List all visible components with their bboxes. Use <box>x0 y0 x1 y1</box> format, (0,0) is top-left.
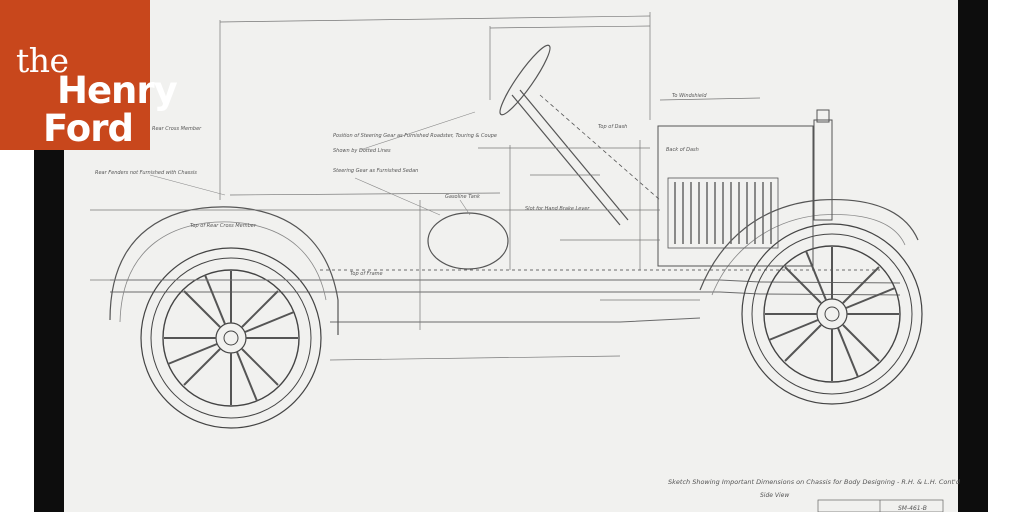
chassis-frame <box>110 269 901 323</box>
logo-text-henry: Henry <box>57 69 178 112</box>
rear-wheel <box>140 247 322 429</box>
note-to-windshield: To Windshield <box>672 93 707 99</box>
right-scan-border <box>958 0 988 512</box>
front-fender <box>699 198 919 291</box>
note-rear-cross-member: Rear Cross Member <box>152 126 202 132</box>
logo-text-the: the <box>16 41 69 80</box>
dimension-lines <box>90 12 761 361</box>
note-back-of-dash: Back of Dash <box>666 147 699 153</box>
left-scan-border <box>34 150 64 512</box>
front-wheel <box>741 223 923 405</box>
drawing-subtitle: Side View <box>760 492 789 499</box>
note-steering-sedan: Steering Gear as Furnished Sedan <box>333 168 418 174</box>
drawing-title: Sketch Showing Important Dimensions on C… <box>668 478 961 486</box>
note-rear-fenders: Rear Fenders not Furnished with Chassis <box>95 170 197 176</box>
logo-text-ford: Ford <box>43 107 134 150</box>
steering-column <box>499 44 661 226</box>
note-steering-position: Position of Steering Gear as Furnished R… <box>333 133 497 139</box>
henry-ford-logo: the Henry Ford <box>0 0 178 150</box>
note-top-rear-cross-member: Top of Rear Cross Member <box>190 223 257 229</box>
note-top-of-frame: Top of Frame <box>350 271 383 277</box>
rear-fender <box>109 206 339 335</box>
note-top-of-dash: Top of Dash <box>598 124 627 130</box>
note-dotted-lines: Shown by Dotted Lines <box>333 148 391 154</box>
note-gasoline-tank: Gasoline Tank <box>445 194 481 200</box>
drawing-number: SM-461-B <box>898 505 927 512</box>
paper-sheet <box>64 0 958 512</box>
radiator <box>657 109 833 267</box>
note-hand-brake-slot: Slot for Hand Brake Lever <box>525 206 590 212</box>
gasoline-tank <box>427 212 509 270</box>
